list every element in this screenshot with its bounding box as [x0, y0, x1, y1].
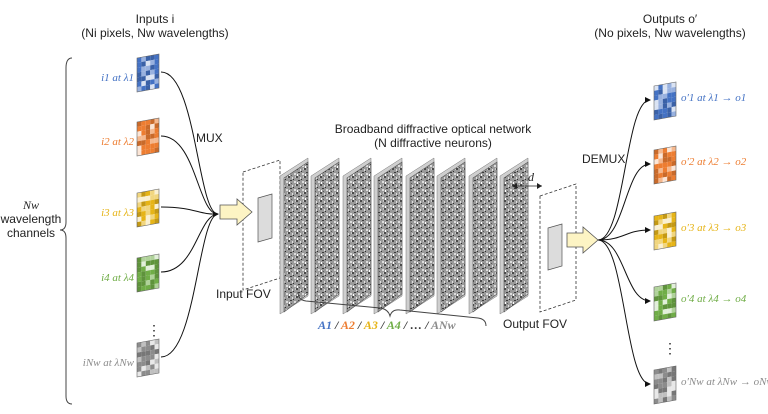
input-tile-2: [136, 117, 160, 157]
output-label-1: o′1 at λ1 → o1: [681, 92, 747, 104]
diffractive-layer-3: [346, 161, 372, 313]
mux-link-2: [160, 135, 219, 215]
input-label-4: i4 at λ4: [101, 272, 134, 284]
layer-brace: [297, 291, 487, 327]
input-fov-label: Input FOV: [216, 287, 271, 301]
output-label-2: o′2 at λ2 → o2: [681, 156, 747, 168]
network-caption: Broadband diffractive optical network (N…: [318, 122, 548, 150]
output-tile-3: [653, 211, 677, 251]
inputs-header: Inputs i (Ni pixels, Nw wavelengths): [80, 12, 230, 40]
diffractive-layer-6: [440, 161, 466, 313]
diffractive-layer-4: [377, 161, 403, 313]
output-fov-label: Output FOV: [503, 317, 568, 331]
layer-label-part-2: /: [332, 318, 341, 332]
output-tile-1: [653, 81, 677, 121]
layer-label-part-5: A3: [363, 318, 378, 332]
diffractive-layer-7: [472, 161, 498, 313]
diffractive-layer-8: [503, 161, 529, 313]
demux-link-3: [597, 227, 651, 241]
mux-link-5: [160, 213, 219, 358]
demux-link-2: [597, 161, 651, 241]
channels-word: channels: [6, 226, 56, 240]
layer-label-part-4: /: [354, 318, 364, 332]
mux-link-3: [160, 206, 219, 218]
output-label-4: o′4 at λ4 → o4: [681, 293, 747, 305]
inputs-subtitle: (Ni pixels, Nw wavelengths): [81, 26, 229, 40]
demux-arrow: [566, 226, 599, 254]
network-title: Broadband diffractive optical network: [334, 122, 532, 136]
wavelength-channels-label: Nw wavelength channels: [0, 198, 62, 240]
outputs-title: Outputs o′: [642, 12, 698, 26]
output-tile-2: [653, 145, 677, 185]
outputs-ellipsis: ⋮: [663, 340, 677, 356]
distance-arrow-right: [537, 183, 542, 189]
output-tile-5: [653, 365, 677, 405]
input-tile-1: [136, 53, 160, 93]
inputs-title: Inputs i: [135, 12, 175, 26]
layer-label-part-7: A4: [386, 318, 401, 332]
layer-amplitude-label: A1 / A2 / A3 / A4 / … / ANw: [318, 318, 456, 333]
input-label-1: i1 at λ1: [101, 72, 134, 84]
mux-link-1: [160, 71, 219, 215]
diffractive-layer-1: [283, 161, 309, 313]
output-fov-frame: [539, 183, 577, 313]
input-aperture: [257, 193, 273, 243]
mux-label: MUX: [196, 131, 223, 145]
input-label-5: iNw at λNw: [82, 357, 134, 369]
layer-label-part-6: /: [377, 318, 387, 332]
layer-label-part-1: A1: [318, 318, 333, 332]
output-label-5: o′Nw at λNw → oNw: [681, 376, 768, 388]
input-label-3: i3 at λ3: [101, 207, 134, 219]
layer-label-part-9: ANw: [430, 318, 456, 332]
distance-arrow-left: [512, 183, 517, 189]
demux-link-5: [597, 239, 651, 387]
diffractive-layer-2: [314, 161, 340, 313]
input-tile-3: [136, 188, 160, 228]
left-brace: [59, 57, 73, 405]
mux-arrow: [219, 198, 253, 226]
demux-label: DEMUX: [582, 152, 626, 166]
network-subtitle: (N diffractive neurons): [374, 136, 492, 150]
diffractive-layer-5: [409, 161, 435, 313]
wavelength-word: wavelength: [0, 212, 62, 226]
output-label-3: o′3 at λ3 → o3: [681, 222, 747, 234]
outputs-subtitle: (No pixels, Nw wavelengths): [594, 26, 746, 40]
demux-link-1: [597, 97, 651, 241]
outputs-header: Outputs o′ (No pixels, Nw wavelengths): [590, 12, 750, 40]
distance-label: d: [528, 170, 534, 184]
output-tile-4: [653, 282, 677, 322]
input-tile-4: [136, 253, 160, 293]
layer-label-part-3: A2: [340, 318, 355, 332]
inputs-ellipsis: ⋮: [147, 322, 161, 338]
nw-symbol: Nw: [22, 198, 39, 212]
mux-link-4: [160, 213, 219, 273]
output-aperture: [547, 223, 563, 271]
input-label-2: i2 at λ2: [101, 136, 134, 148]
demux-link-4: [597, 239, 651, 304]
input-tile-5: [136, 338, 160, 378]
layer-label-part-8: / … /: [400, 318, 431, 332]
